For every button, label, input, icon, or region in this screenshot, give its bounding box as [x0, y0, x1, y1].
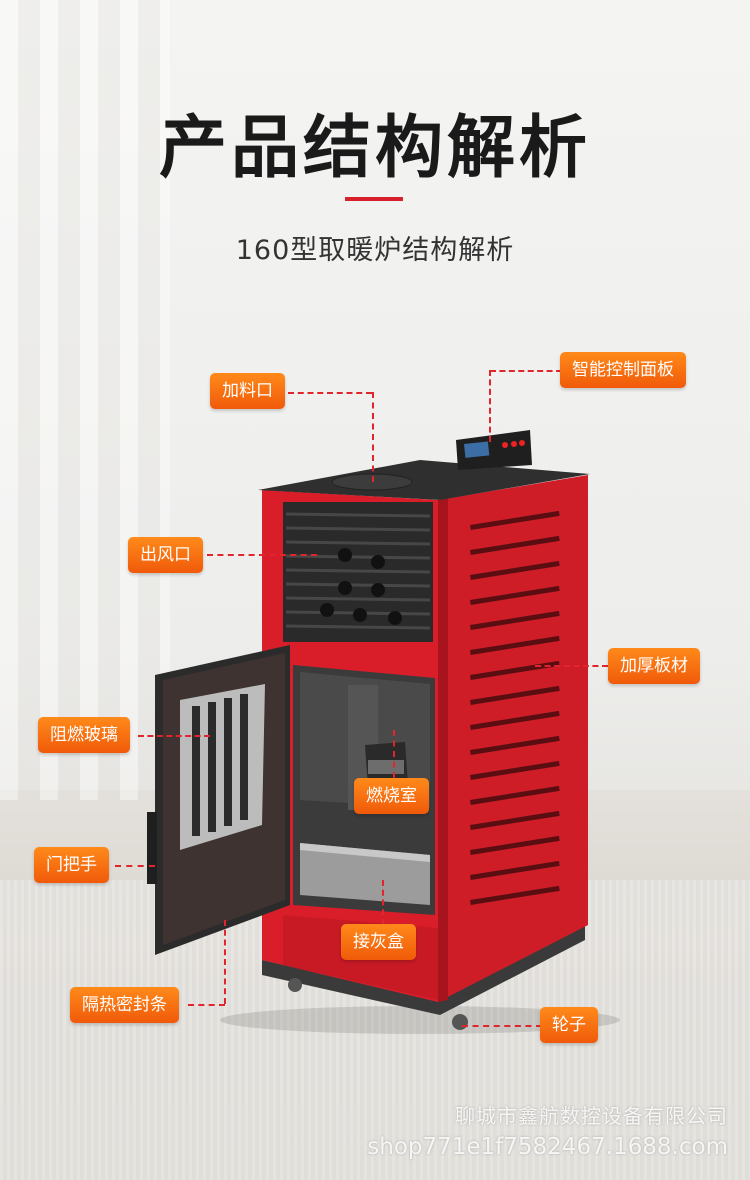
label-heat-seal: 隔热密封条: [70, 987, 179, 1023]
curtain-background: [0, 0, 170, 800]
leader-feed-port-v: [372, 392, 374, 482]
leader-ash-box: [382, 880, 384, 925]
label-wheels: 轮子: [540, 1007, 598, 1043]
leader-handle: [115, 865, 155, 867]
leader-seal-v: [224, 920, 226, 1004]
label-ash-box: 接灰盒: [341, 924, 416, 960]
page-title: 产品结构解析: [158, 109, 591, 188]
label-feed-port: 加料口: [210, 373, 285, 409]
leader-panel-h: [490, 370, 562, 372]
leader-feed-port-h: [288, 392, 372, 394]
label-combustion-chamber: 燃烧室: [354, 778, 429, 814]
watermark-shop-url: shop771e1f7582467.1688.com: [367, 1134, 728, 1160]
watermark-company: 聊城市鑫航数控设备有限公司: [455, 1104, 728, 1128]
page-subtitle: 160型取暖炉结构解析: [235, 235, 515, 266]
leader-air-outlet: [207, 554, 317, 556]
label-fire-glass: 阻燃玻璃: [38, 717, 130, 753]
label-door-handle: 门把手: [34, 847, 109, 883]
label-control-panel: 智能控制面板: [560, 352, 686, 388]
leader-chamber: [393, 730, 395, 778]
leader-wheels: [462, 1025, 542, 1027]
label-air-outlet: 出风口: [128, 537, 203, 573]
label-thick-plate: 加厚板材: [608, 648, 700, 684]
leader-thick-plate: [535, 665, 608, 667]
leader-seal-h: [188, 1004, 225, 1006]
leader-panel-v: [489, 370, 491, 442]
leader-glass: [138, 735, 210, 737]
title-divider: [345, 197, 403, 201]
